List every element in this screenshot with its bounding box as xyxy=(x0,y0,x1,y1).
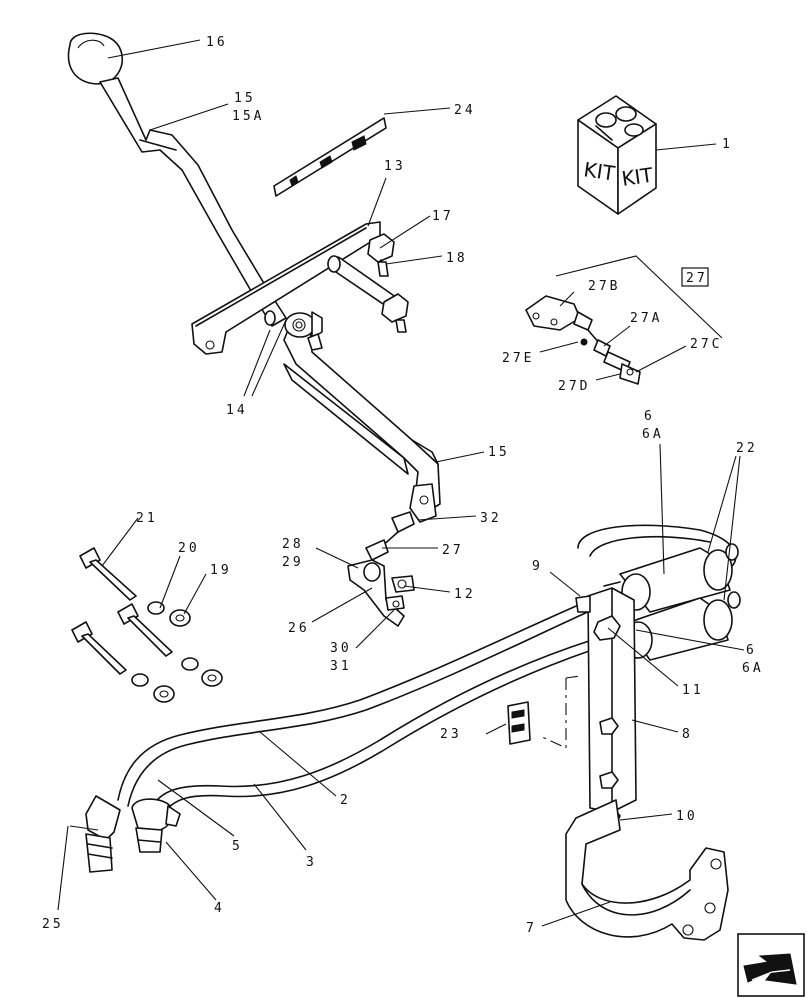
hose-decal xyxy=(507,675,581,749)
kit-label-right: KIT xyxy=(620,163,655,191)
callout-32: 32 xyxy=(480,511,502,526)
callout-12: 12 xyxy=(454,587,476,602)
callout-2: 2 xyxy=(340,793,351,808)
quick-coupler-assembly xyxy=(577,524,741,661)
callout-4: 4 xyxy=(214,901,225,916)
callout-21: 21 xyxy=(136,511,158,526)
callout-27-frame xyxy=(681,267,709,287)
callout-13: 13 xyxy=(384,159,406,174)
callout-3: 3 xyxy=(306,855,317,870)
callout-27d: 27D xyxy=(558,379,590,394)
callout-27-box: 27 xyxy=(686,271,708,286)
kit-box: KIT KIT xyxy=(577,95,657,215)
cable-kit-detail xyxy=(525,255,723,385)
cable-bracket-assembly xyxy=(347,511,415,627)
callout-23: 23 xyxy=(440,727,462,742)
callout-9: 9 xyxy=(532,559,543,574)
callout-26: 26 xyxy=(288,621,310,636)
callout-15: 15 xyxy=(234,91,256,106)
callout-11: 11 xyxy=(682,683,704,698)
control-lever xyxy=(99,77,441,523)
next-page-arrow-icon[interactable] xyxy=(737,933,805,997)
lever-support-plate xyxy=(191,221,381,355)
callout-6a-lower: 6A xyxy=(742,661,764,676)
kit-label-left: KIT xyxy=(582,157,617,185)
callout-14: 14 xyxy=(226,403,248,418)
callout-7: 7 xyxy=(526,921,537,936)
callout-25: 25 xyxy=(42,917,64,932)
callout-15a: 15A xyxy=(232,109,264,124)
pivot-bolt xyxy=(264,310,323,351)
callout-20: 20 xyxy=(178,541,200,556)
callout-labels: 16 15 15A 24 1 13 17 18 27 27B 27A 27C 2… xyxy=(42,35,764,936)
lever-knob xyxy=(67,32,123,85)
callout-30: 30 xyxy=(330,641,352,656)
mounting-brackets xyxy=(565,587,729,941)
elbow-fittings xyxy=(85,795,181,873)
lever-decal xyxy=(273,117,387,197)
callout-22: 22 xyxy=(736,441,758,456)
callout-31: 31 xyxy=(330,659,352,674)
hydraulic-tubes xyxy=(117,599,593,819)
callout-29: 29 xyxy=(282,555,304,570)
callout-16: 16 xyxy=(206,35,228,50)
callout-18: 18 xyxy=(446,251,468,266)
callout-8: 8 xyxy=(682,727,693,742)
callout-15-lower: 15 xyxy=(488,445,510,460)
callout-27a: 27A xyxy=(630,311,662,326)
callout-6a-upper: 6A xyxy=(642,427,664,442)
callout-5: 5 xyxy=(232,839,243,854)
callout-27e: 27E xyxy=(502,351,534,366)
callout-10: 10 xyxy=(676,809,698,824)
callout-1: 1 xyxy=(722,137,733,152)
leader-lines xyxy=(57,39,745,927)
callout-17: 17 xyxy=(432,209,454,224)
bolt-washer-set xyxy=(71,547,223,703)
callout-24: 24 xyxy=(454,103,476,118)
callout-27: 27 xyxy=(442,543,464,558)
callout-6-lower: 6 xyxy=(746,643,757,658)
callout-27c: 27C xyxy=(690,337,722,352)
callout-19: 19 xyxy=(210,563,232,578)
callout-6-upper: 6 xyxy=(644,409,655,424)
callout-28: 28 xyxy=(282,537,304,552)
callout-27b: 27B xyxy=(588,279,620,294)
